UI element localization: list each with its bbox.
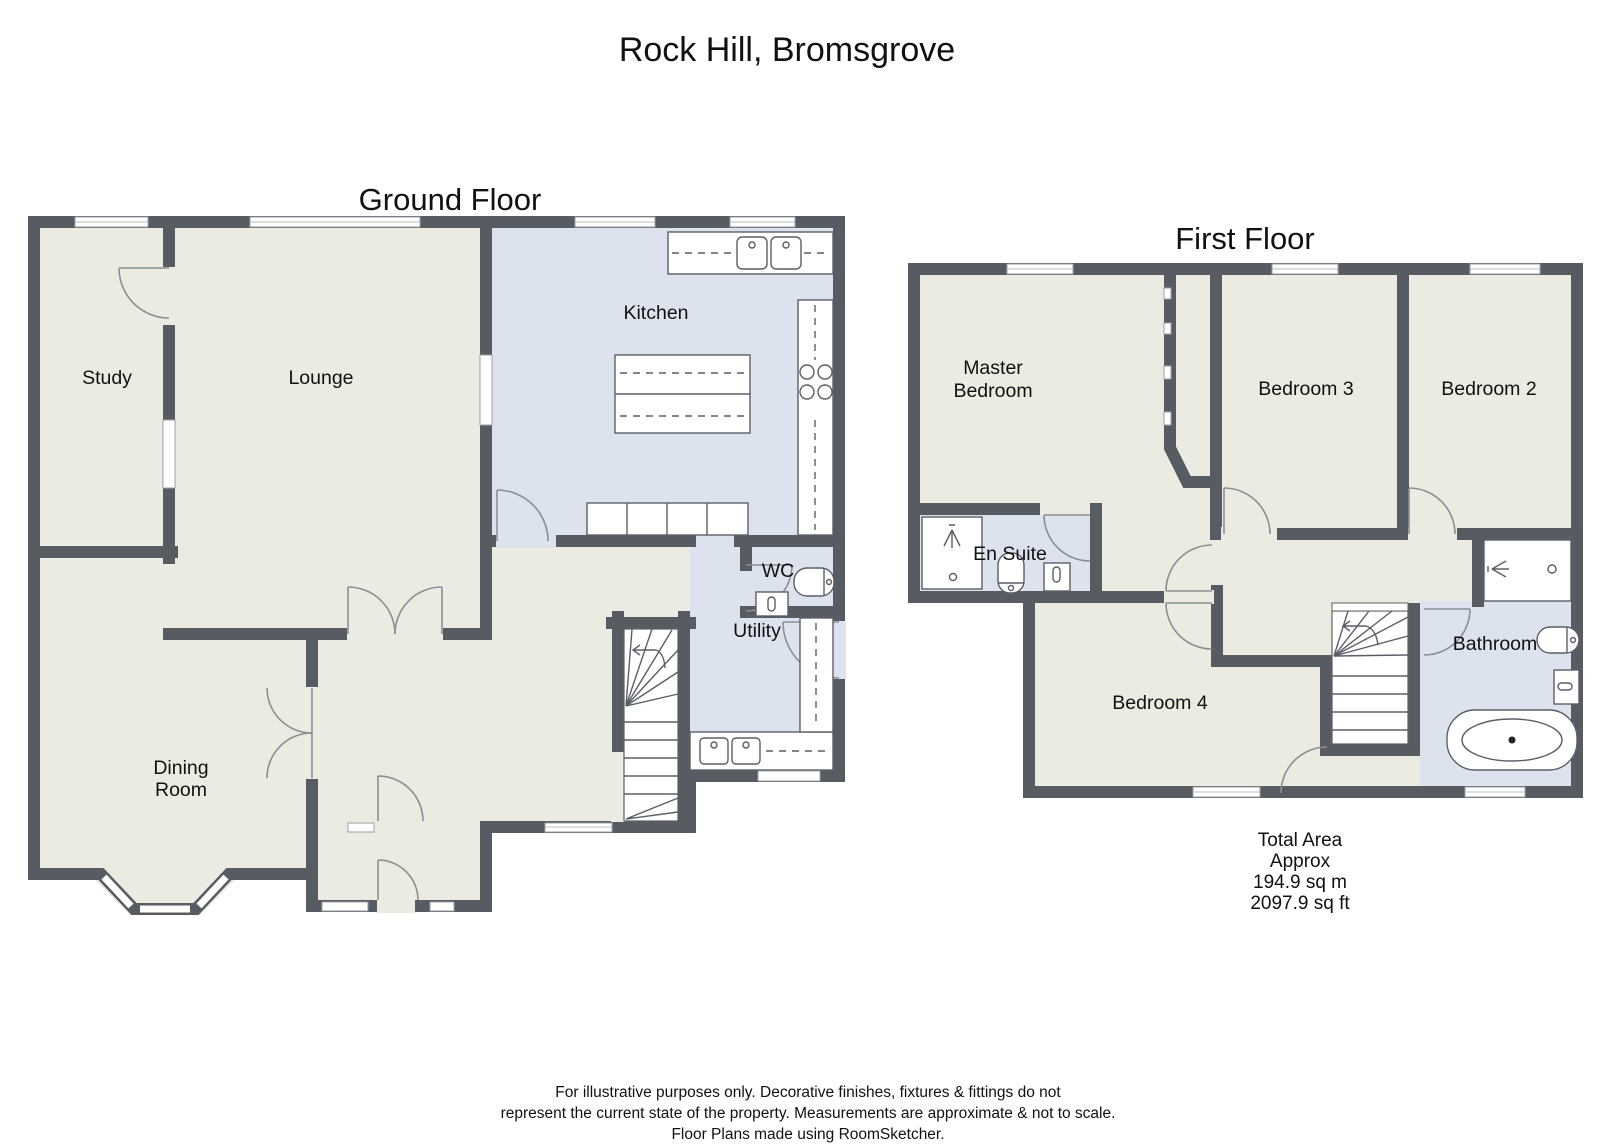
room-label-bedroom2: Bedroom 2 xyxy=(1441,378,1536,400)
bedroom3-door-gap xyxy=(1221,527,1277,541)
toilet-icon xyxy=(793,567,835,597)
bedroom4-door-gap xyxy=(1164,590,1214,604)
porch-door-gap xyxy=(377,899,415,913)
ground-floor-plan: Study Lounge Kitchen Dining Room Utility… xyxy=(28,216,846,915)
footer-disclaimer: For illustrative purposes only. Decorati… xyxy=(501,1084,1116,1143)
room-label-kitchen: Kitchen xyxy=(623,302,688,324)
first-windows xyxy=(1006,263,1541,798)
sink-icon xyxy=(1043,562,1071,592)
ground-stairs-icon xyxy=(623,628,679,822)
room-label-dining-1: Dining xyxy=(153,757,208,779)
first-outer-walls xyxy=(908,263,1583,798)
stairs-direction-arrow xyxy=(1341,620,1379,646)
room-label-dining-2: Room xyxy=(155,779,207,801)
utility-fittings xyxy=(689,617,834,782)
room-label-bedroom3: Bedroom 3 xyxy=(1258,378,1353,400)
kitchen-door-gap xyxy=(496,534,556,548)
total-area-line2: Approx xyxy=(1270,851,1331,872)
room-label-ensuite: En Suite xyxy=(973,543,1047,565)
study-door-gap xyxy=(162,267,176,325)
ground-floor-heading: Ground Floor xyxy=(359,182,542,217)
room-label-utility: Utility xyxy=(733,620,781,642)
footer-line1: For illustrative purposes only. Decorati… xyxy=(555,1084,1061,1101)
sink-icon xyxy=(1553,669,1580,705)
toilet-icon xyxy=(997,552,1025,594)
bathroom-fittings xyxy=(1446,539,1580,771)
total-area-line1: Total Area xyxy=(1258,830,1343,851)
front-door-gap xyxy=(377,820,428,834)
total-area-line4: 2097.9 sq ft xyxy=(1250,893,1350,914)
room-label-lounge: Lounge xyxy=(288,367,353,389)
room-label-bedroom4: Bedroom 4 xyxy=(1112,692,1208,714)
shower-icon xyxy=(921,516,983,590)
kitchen-corridor-floor xyxy=(690,535,740,625)
footer-line3: Floor Plans made using RoomSketcher. xyxy=(671,1126,944,1143)
bedroom2-door-gap xyxy=(1408,527,1457,541)
wc-fittings xyxy=(755,567,835,617)
stairs-entry-gap xyxy=(611,752,625,822)
hob-icon xyxy=(799,364,833,400)
room-label-study: Study xyxy=(82,367,132,389)
utility-sink-icon xyxy=(699,737,729,765)
room-label-master-1: Master xyxy=(963,357,1023,379)
utility-ext-door-gap xyxy=(832,621,846,679)
room-label-bathroom: Bathroom xyxy=(1453,633,1538,655)
kitchen-wall-opening xyxy=(479,354,493,426)
stepped-wall-notches xyxy=(1163,287,1172,426)
first-floor-heading: First Floor xyxy=(1175,221,1315,256)
first-doors xyxy=(1043,487,1471,794)
stairs-direction-arrow xyxy=(631,644,666,669)
kitchen-sink-icon xyxy=(736,236,768,270)
first-stairs-icon xyxy=(1331,602,1409,745)
first-floor-plan: Master Bedroom Bedroom 3 Bedroom 2 En Su… xyxy=(908,263,1583,798)
ground-windows xyxy=(74,216,796,913)
ensuite-fittings xyxy=(921,516,1071,594)
footer-line2: represent the current state of the prope… xyxy=(501,1105,1116,1122)
kitchen-counter-right xyxy=(797,299,834,536)
bathtub-icon xyxy=(1446,709,1578,771)
shower-icon xyxy=(1483,539,1572,602)
ensuite-door-gap xyxy=(1040,502,1090,516)
room-label-master-2: Bedroom xyxy=(953,380,1032,402)
first-interior-walls xyxy=(908,263,1583,756)
sink-icon xyxy=(755,591,789,617)
kitchen-sink-icon xyxy=(770,236,802,270)
total-area-block: Total Area Approx 194.9 sq m 2097.9 sq f… xyxy=(1250,830,1350,914)
lounge-wall-opening xyxy=(162,419,176,489)
kitchen-fittings xyxy=(586,231,834,536)
total-area-line3: 194.9 sq m xyxy=(1253,872,1347,893)
room-label-wc: WC xyxy=(762,560,795,582)
toilet-icon xyxy=(1536,626,1580,654)
page-title: Rock Hill, Bromsgrove xyxy=(619,31,955,69)
utility-sink-icon xyxy=(731,737,761,765)
ground-doors xyxy=(118,267,840,901)
